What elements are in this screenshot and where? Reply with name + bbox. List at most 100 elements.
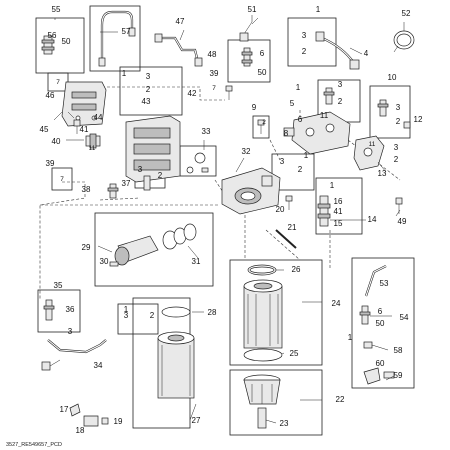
- o-ring-26: [249, 266, 275, 274]
- callout-7-b: 7: [212, 85, 216, 92]
- callout-20: 20: [276, 205, 285, 214]
- callout-9: 9: [252, 103, 257, 112]
- callout-33: 33: [202, 127, 211, 136]
- callout-labels: 55 56 50 57 47 51 48 6 50 1 3 2 4 52 46 …: [40, 5, 423, 435]
- callout-51: 51: [248, 5, 257, 14]
- box-3-right: [271, 153, 315, 191]
- callout-41-b: 41: [334, 207, 343, 216]
- callout-18: 18: [76, 426, 85, 435]
- callout-2-g: 2: [394, 155, 399, 164]
- callout-1-c: 1: [296, 83, 301, 92]
- tube-line-53: [364, 265, 387, 297]
- callout-2-i: 2: [150, 311, 155, 320]
- callout-12: 12: [414, 115, 423, 124]
- callout-50-c: 50: [376, 319, 385, 328]
- callout-45: 45: [40, 125, 49, 134]
- callout-1-e: 1: [330, 181, 335, 190]
- callout-3-g: 3: [280, 157, 285, 166]
- box-24: [229, 259, 323, 366]
- callout-2-a: 2: [302, 47, 307, 56]
- callout-1-d: 1: [304, 151, 309, 160]
- callout-2-b: 2: [146, 85, 151, 94]
- callout-60: 60: [376, 359, 385, 368]
- callout-47: 47: [176, 17, 185, 26]
- callout-10: 10: [388, 73, 397, 82]
- sensor-14: [317, 195, 331, 227]
- box-7-left: [51, 167, 73, 191]
- tube-line-34: [41, 339, 107, 371]
- tube-line-57: [98, 10, 136, 67]
- box-3-bottom: [117, 303, 159, 335]
- callout-55: 55: [52, 5, 61, 14]
- callout-6-a: 6: [260, 49, 265, 58]
- callout-1-g: 1: [124, 305, 129, 314]
- callout-54: 54: [400, 313, 409, 322]
- callout-38: 38: [82, 185, 91, 194]
- callout-14: 14: [368, 215, 377, 224]
- callout-32: 32: [242, 147, 251, 156]
- callout-1-f: 1: [348, 333, 353, 342]
- callout-13: 13: [378, 169, 387, 178]
- box-42: [119, 66, 183, 116]
- callout-15: 15: [334, 219, 343, 228]
- callout-3-b: 3: [146, 72, 151, 81]
- tube-line-47: [154, 33, 203, 67]
- box-22: [229, 369, 323, 436]
- callout-24: 24: [332, 299, 341, 308]
- callout-52: 52: [402, 9, 411, 18]
- callout-11-b: 11: [320, 111, 329, 120]
- callout-37: 37: [122, 179, 131, 188]
- callout-22: 22: [336, 395, 345, 404]
- primer-assembly-29: [109, 223, 197, 267]
- callout-39-b: 39: [46, 159, 55, 168]
- callout-2-e: 2: [338, 97, 343, 106]
- callout-16: 16: [334, 197, 343, 206]
- rod-21: [275, 229, 297, 249]
- bolt-44: [73, 119, 81, 134]
- fitting-58: [363, 341, 373, 349]
- callout-49: 49: [398, 217, 407, 226]
- callout-3-d: 3: [338, 80, 343, 89]
- cover-plate-45: [61, 81, 107, 127]
- filter-element-27: [157, 306, 195, 399]
- leader-lines: [49, 17, 405, 424]
- callout-30: 30: [100, 257, 109, 266]
- callout-3-c: 3: [138, 165, 143, 174]
- callout-3-a: 3: [302, 31, 307, 40]
- group-boxes: [35, 5, 415, 436]
- callout-50-a: 50: [62, 37, 71, 46]
- callout-56: 56: [48, 31, 57, 40]
- fitting-10-box: [377, 99, 389, 117]
- hose-51: [239, 15, 253, 42]
- callout-2-d: 2: [262, 119, 266, 126]
- callout-43: 43: [142, 97, 151, 106]
- bolt-9: [257, 119, 265, 134]
- callout-5: 5: [290, 99, 295, 108]
- control-module-42: [125, 115, 181, 183]
- part-shapes: [41, 10, 415, 429]
- callout-19: 19: [114, 417, 123, 426]
- callout-44: 44: [94, 113, 103, 122]
- callout-11-a: 11: [89, 145, 96, 152]
- fitting-35-box: [43, 299, 55, 321]
- box-35: [37, 289, 81, 333]
- bracket-59-60: [363, 367, 395, 385]
- callout-59: 59: [394, 371, 403, 380]
- box-55: [35, 17, 85, 74]
- callout-3-e: 3: [396, 103, 401, 112]
- callout-6-b: 6: [298, 115, 303, 124]
- box-10: [369, 85, 411, 139]
- box-3-top: [287, 17, 337, 67]
- callout-2-h: 2: [298, 165, 303, 174]
- box-48: [227, 39, 271, 83]
- callout-17: 17: [60, 405, 69, 414]
- callout-28: 28: [208, 308, 217, 317]
- callout-1-a: 1: [316, 5, 321, 14]
- callout-48: 48: [208, 50, 217, 59]
- callout-4: 4: [364, 49, 369, 58]
- callout-41: 41: [80, 125, 89, 134]
- callout-46: 46: [46, 91, 55, 100]
- callout-25: 25: [290, 349, 299, 358]
- callout-40: 40: [52, 137, 61, 146]
- hose-4: [315, 31, 360, 70]
